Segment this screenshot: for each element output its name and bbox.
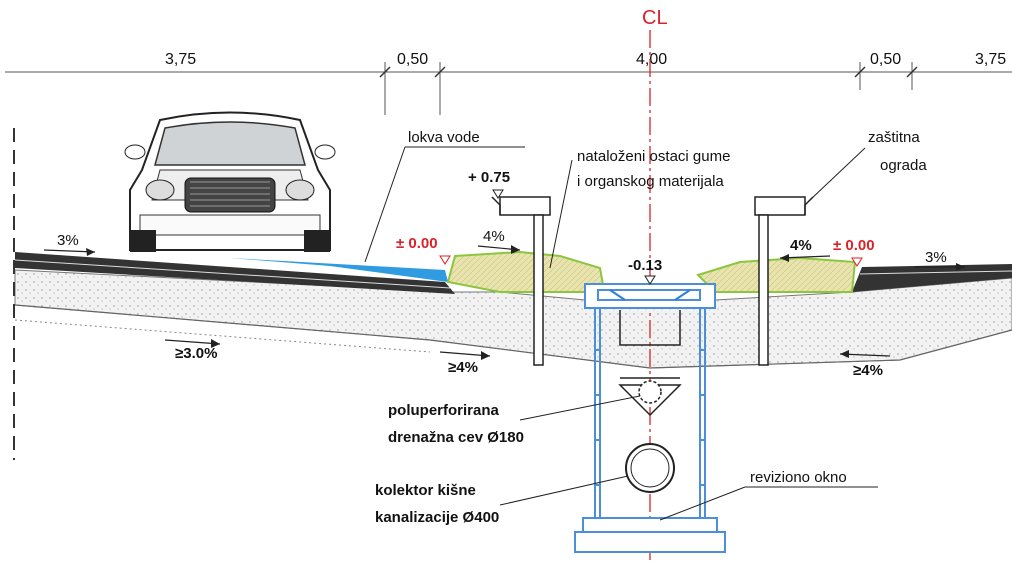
dim-center: 4,00 <box>636 51 667 68</box>
dim-gap-right: 0,50 <box>870 51 901 68</box>
slope-road-left: 3% <box>57 232 79 249</box>
asphalt-left <box>15 252 455 294</box>
car-icon <box>124 111 336 252</box>
manhole <box>574 283 726 553</box>
slope-base-mid-left: ≥4% <box>448 359 478 376</box>
slope-road-right: 3% <box>925 249 947 266</box>
label-collector-line1: kolektor kišne <box>375 482 476 499</box>
elev-guard-top: + 0.75 <box>468 169 510 186</box>
label-guard-line1: zaštitna <box>868 129 920 146</box>
dim-lane-right: 3,75 <box>975 51 1006 68</box>
asphalt-right <box>852 264 1012 292</box>
label-collector-line2: kanalizacije Ø400 <box>375 509 499 526</box>
label-manhole: reviziono okno <box>750 469 847 486</box>
subgrade-line <box>14 304 1012 369</box>
dim-gap-left: 0,50 <box>397 51 428 68</box>
label-drain-line2: drenažna cev Ø180 <box>388 429 524 446</box>
dim-lane-left: 3,75 <box>165 51 196 68</box>
label-deposit-line1: nataloženi ostaci gume <box>577 148 730 165</box>
deposit-mound-right <box>696 256 857 293</box>
slope-shoulder-left: 4% <box>483 228 505 245</box>
water-puddle <box>230 258 448 282</box>
drain-pipe <box>638 380 662 404</box>
label-puddle: lokva vode <box>408 129 480 146</box>
deposit-mound-left <box>446 250 605 293</box>
label-drain-line1: poluperforirana <box>388 402 500 419</box>
slope-shoulder-right: 4% <box>790 237 812 254</box>
centerline-symbol: CL <box>642 7 668 29</box>
label-guard-line2: ograda <box>880 157 927 174</box>
slope-base-right: ≥4% <box>853 362 883 379</box>
guard-rail-right <box>754 196 814 366</box>
label-deposit-line2: i organskog materijala <box>577 173 724 190</box>
elev-inlet: -0.13 <box>628 257 662 274</box>
elev-edge-right: ± 0.00 <box>833 237 875 254</box>
slope-base-left: ≥3.0% <box>175 345 217 362</box>
guard-rail-left <box>491 196 551 366</box>
elev-edge-left: ± 0.00 <box>396 235 438 252</box>
